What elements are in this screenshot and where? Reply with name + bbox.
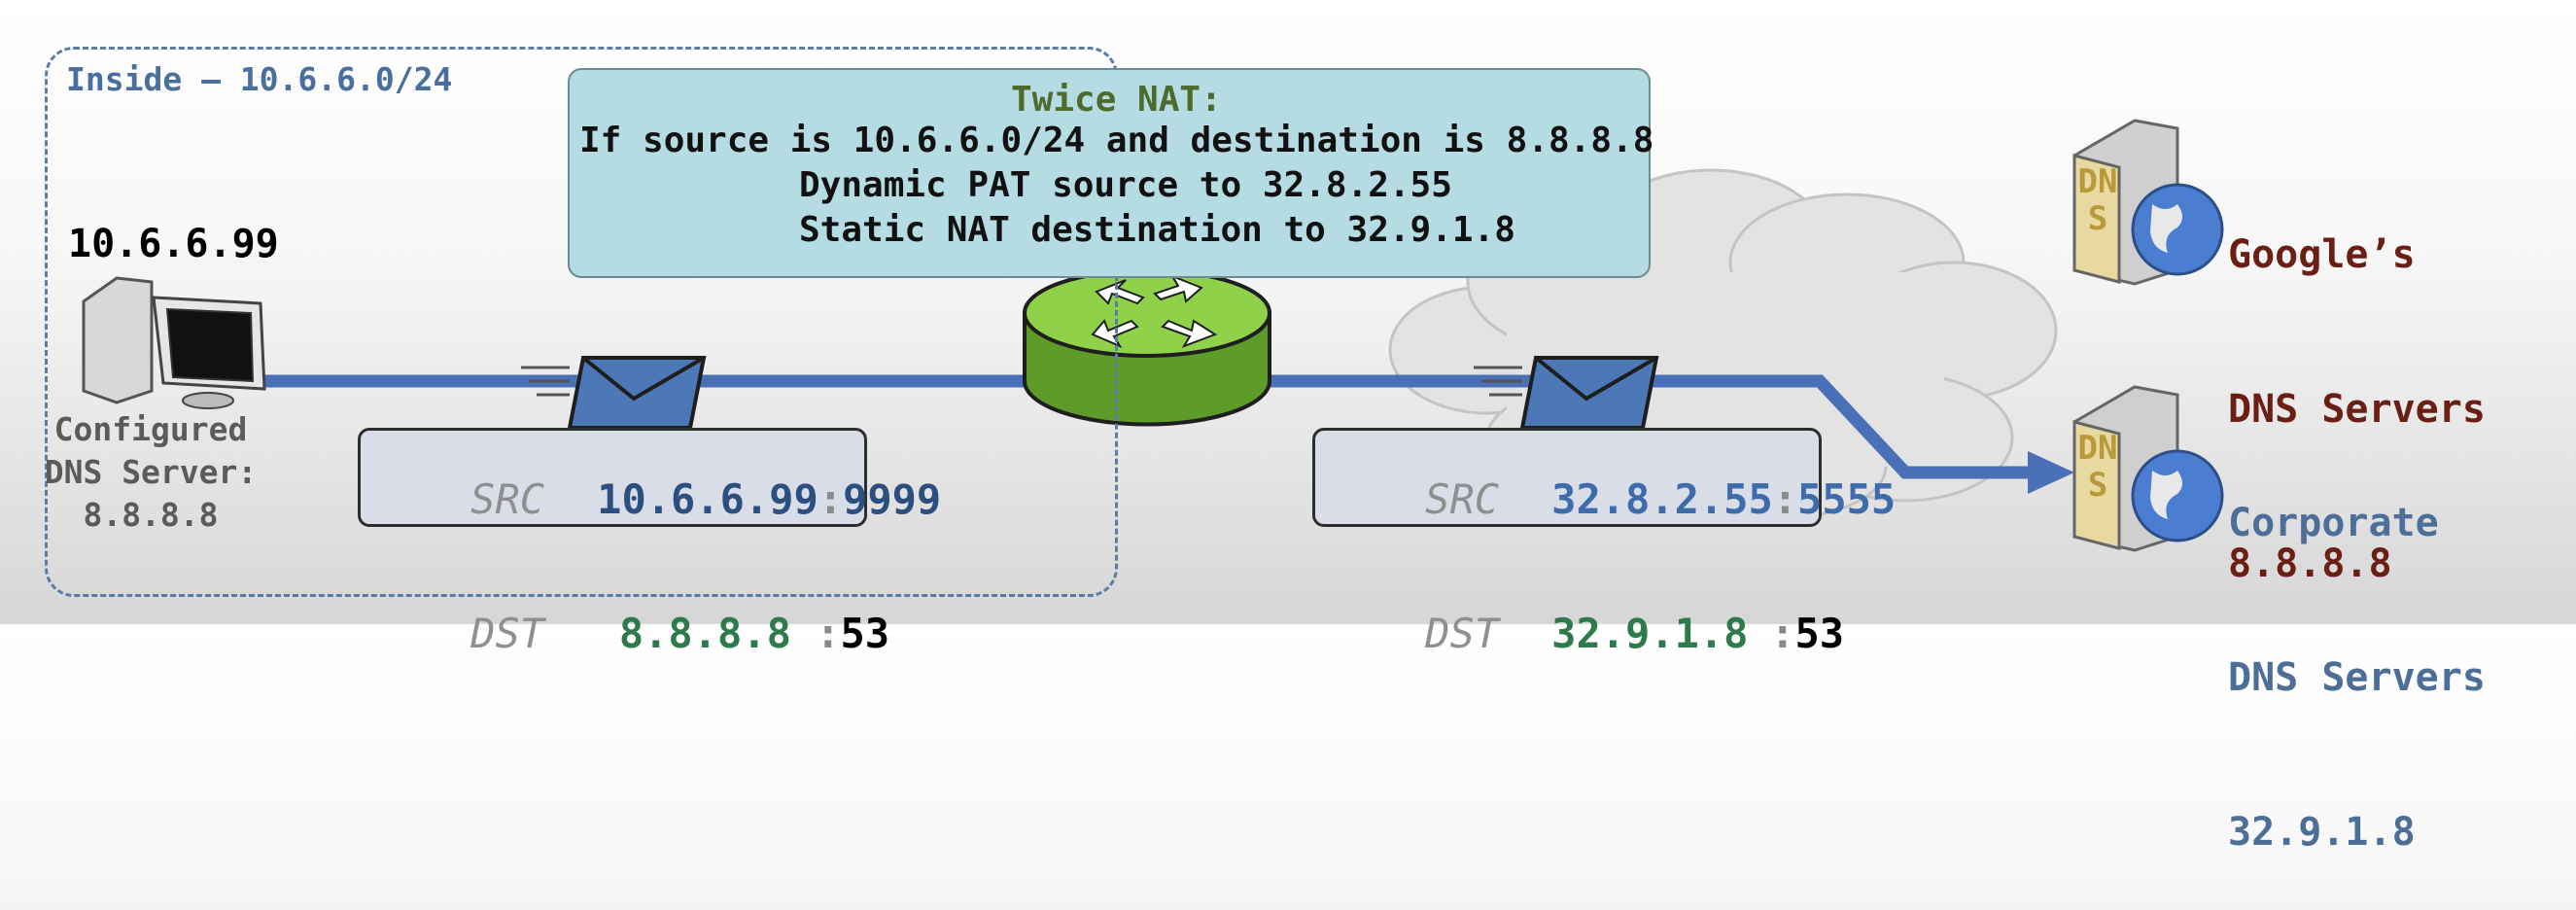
envelope-icon — [521, 356, 707, 430]
dst-port: 53 — [1794, 610, 1845, 657]
google-dns-label: Google’s DNS Servers 8.8.8.8 — [2228, 126, 2486, 642]
src-key: SRC — [470, 475, 545, 523]
twice-nat-rule-source: Dynamic PAT source to 32.8.2.55 — [799, 165, 1452, 205]
caption-line: 8.8.8.8 — [83, 496, 219, 534]
src-port: 9999 — [843, 475, 942, 523]
dns-badge: DNS — [2077, 162, 2118, 238]
dst-ip: 32.9.1.8 — [1551, 610, 1773, 657]
label-line: DNS Servers — [2228, 655, 2486, 700]
dst-port: 53 — [840, 610, 890, 657]
dst-key: DST — [1425, 610, 1500, 657]
inside-network-zone — [45, 47, 1118, 597]
dst-separator: : — [1770, 610, 1795, 657]
host-ip-label: 10.6.6.99 — [68, 222, 279, 266]
src-port: 5555 — [1797, 475, 1897, 523]
twice-nat-condition: If source is 10.6.6.0/24 and destination… — [579, 121, 1654, 160]
packet-dst-row: DST 32.9.1.8 :53 — [1315, 567, 1844, 701]
src-key: SRC — [1425, 475, 1500, 523]
src-separator: : — [1772, 475, 1798, 523]
label-line: Google’s — [2228, 232, 2416, 277]
twice-nat-box — [568, 68, 1651, 278]
arrowhead-icon — [2028, 451, 2074, 494]
label-line: Corporate — [2228, 501, 2439, 545]
dns-server-icon — [2072, 119, 2224, 286]
label-line: 32.9.1.8 — [2228, 810, 2416, 855]
router-icon — [1023, 268, 1271, 427]
dst-ip: 8.8.8.8 — [618, 610, 817, 657]
caption-line: Configured — [53, 410, 248, 448]
inside-network-label: Inside – 10.6.6.0/24 — [66, 60, 453, 98]
twice-nat-rule-destination: Static NAT destination to 32.9.1.8 — [799, 210, 1515, 250]
envelope-icon — [1474, 356, 1659, 430]
twice-nat-title: Twice NAT: — [1011, 80, 1222, 120]
packet-src-row: SRC 10.6.6.99:9999 — [361, 431, 941, 567]
configured-dns-caption: Configured DNS Server: 8.8.8.8 — [39, 408, 262, 537]
corporate-dns-label: Corporate DNS Servers 32.9.1.8 — [2228, 395, 2486, 910]
label-line: 8.8.8.8 — [2228, 542, 2392, 586]
dns-server-icon — [2072, 385, 2224, 552]
label-line: DNS Servers — [2228, 387, 2486, 432]
dst-key: DST — [470, 610, 545, 657]
desktop-computer-icon — [82, 276, 266, 409]
src-ip: 10.6.6.99 — [597, 475, 818, 523]
src-ip: 32.8.2.55 — [1551, 475, 1773, 523]
caption-line: DNS Server: — [44, 453, 258, 491]
dst-separator: : — [816, 610, 841, 657]
src-separator: : — [818, 475, 844, 523]
packet-dst-row: DST 8.8.8.8 :53 — [361, 567, 889, 701]
dns-badge: DNS — [2077, 429, 2118, 505]
packet-src-row: SRC 32.8.2.55:5555 — [1315, 431, 1896, 567]
